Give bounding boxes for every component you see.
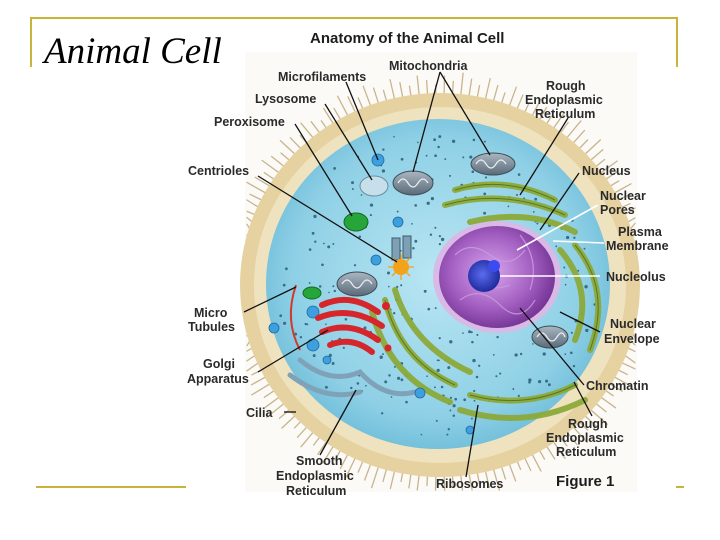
label-micro-tubules-line2: Tubules bbox=[188, 320, 235, 334]
label-plasma-membrane-line1: Plasma bbox=[618, 225, 663, 239]
label-microfilaments: Microfilaments bbox=[278, 70, 366, 84]
label-cilia: Cilia bbox=[246, 406, 273, 420]
figure-caption: Figure 1 bbox=[556, 473, 614, 490]
peroxisome bbox=[343, 212, 369, 232]
label-nuclear-envelope-line1: Nuclear bbox=[610, 317, 656, 331]
diagram-title: Anatomy of the Animal Cell bbox=[310, 30, 504, 47]
golgi-vesicle bbox=[382, 302, 390, 310]
lysosome bbox=[359, 175, 389, 197]
label-golgi-line2: Apparatus bbox=[187, 372, 249, 386]
label-rough-er-top-line2: Endoplasmic bbox=[525, 93, 603, 107]
centrioles bbox=[388, 235, 414, 280]
top-rule bbox=[30, 17, 678, 19]
label-nucleolus: Nucleolus bbox=[606, 270, 666, 284]
pointer-lines-white bbox=[500, 204, 605, 277]
label-mitochondria: Mitochondria bbox=[389, 59, 469, 73]
label-smooth-er-line3: Reticulum bbox=[286, 484, 346, 498]
label-smooth-er-line1: Smooth bbox=[296, 454, 343, 468]
label-nuclear-pores-line2: Pores bbox=[600, 203, 635, 217]
label-chromatin: Chromatin bbox=[586, 379, 649, 393]
nucleolus-highlight bbox=[488, 260, 500, 272]
rough-er-edges bbox=[384, 183, 599, 402]
right-rule bbox=[676, 17, 678, 67]
cilia-fringe bbox=[241, 72, 639, 491]
label-ribosomes: Ribosomes bbox=[436, 477, 503, 491]
mitochondrion-1 bbox=[392, 170, 434, 196]
slide-title: Animal Cell bbox=[44, 31, 222, 72]
mitochondrion-2 bbox=[470, 152, 516, 176]
label-rough-er-bottom-line2: Endoplasmic bbox=[546, 431, 624, 445]
left-rule bbox=[30, 17, 32, 67]
pointer-lines bbox=[243, 71, 601, 478]
label-nuclear-pores-line1: Nuclear bbox=[600, 189, 646, 203]
label-plasma-membrane-line2: Membrane bbox=[606, 239, 669, 253]
microtubule bbox=[289, 284, 301, 351]
label-micro-tubules-line1: Micro bbox=[194, 306, 228, 320]
label-nuclear-envelope-line2: Envelope bbox=[604, 332, 660, 346]
label-rough-er-bottom-line1: Rough bbox=[568, 417, 608, 431]
label-rough-er-top-line3: Reticulum bbox=[535, 107, 595, 121]
label-centrioles: Centrioles bbox=[188, 164, 249, 178]
mitochondrion-3 bbox=[336, 271, 378, 297]
label-peroxisome: Peroxisome bbox=[214, 115, 285, 129]
vesicles bbox=[268, 153, 475, 435]
golgi-vesicle-2 bbox=[384, 344, 392, 352]
bottom-rule-left bbox=[36, 486, 186, 488]
label-rough-er-bottom-line3: Reticulum bbox=[556, 445, 616, 459]
label-rough-er-top-line1: Rough bbox=[546, 79, 586, 93]
label-golgi-line1: Golgi bbox=[203, 357, 235, 371]
bottom-rule-right bbox=[676, 486, 684, 488]
label-nucleus: Nucleus bbox=[582, 164, 631, 178]
peroxisome-2 bbox=[302, 286, 322, 300]
label-lysosome: Lysosome bbox=[255, 92, 316, 106]
label-smooth-er-line2: Endoplasmic bbox=[276, 469, 354, 483]
mitochondrion-4 bbox=[531, 325, 569, 349]
